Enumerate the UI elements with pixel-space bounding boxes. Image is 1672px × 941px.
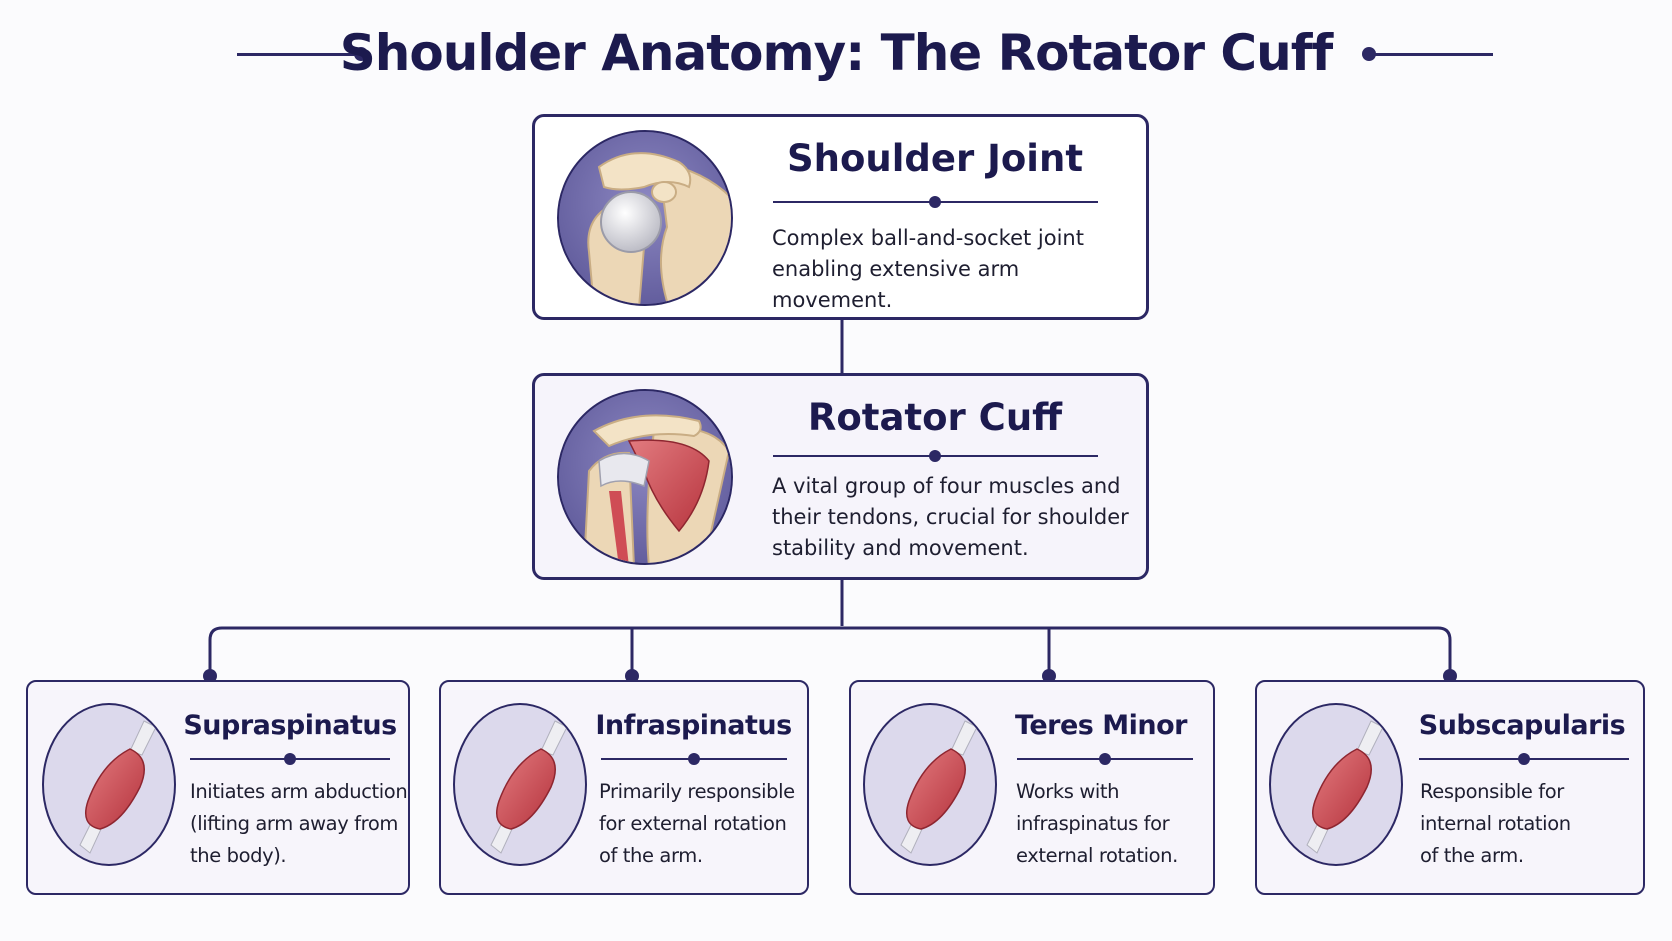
muscle-card-teres-minor: Teres Minor Works with infraspinatus for… [849,680,1215,895]
muscle-card-supraspinatus: Supraspinatus Initiates arm abduction (l… [26,680,410,895]
page-title: Shoulder Anatomy: The Rotator Cuff [339,24,1333,82]
infraspinatus-illustration [453,703,587,866]
infraspinatus-description-line: of the arm. [599,844,703,867]
muscle-card-subscapularis: Subscapularis Responsible for internal r… [1255,680,1645,895]
shoulder-joint-description: Complex ball-and-socket joint enabling e… [772,223,1132,316]
supraspinatus-description: Initiates arm abduction (lifting arm awa… [190,776,410,872]
infraspinatus-description-line: Primarily responsible [599,780,795,803]
teres-minor-illustration [863,703,997,866]
rotator-cuff-heading: Rotator Cuff [807,396,1063,439]
supraspinatus-description-line: (lifting arm away from [190,812,398,835]
subscapularis-description-line: Responsible for [1420,780,1564,803]
supraspinatus-illustration [42,703,176,866]
rotator-cuff-description-line: A vital group of four muscles and [772,474,1121,498]
subscapularis-illustration [1269,703,1403,866]
muscle-icon [490,720,568,854]
connector-dot-infraspinatus [625,669,639,683]
infraspinatus-separator [601,753,787,765]
subscapularis-description: Responsible for internal rotation of the… [1420,776,1635,872]
teres-minor-description-line: Works with [1016,780,1120,803]
teres-minor-separator [1017,753,1193,765]
infraspinatus-description: Primarily responsible for external rotat… [599,776,804,872]
muscle-icon [900,720,978,854]
rotator-cuff-illustration [557,389,733,565]
title-row: Shoulder Anatomy: The Rotator Cuff [0,22,1672,86]
subscapularis-heading: Subscapularis [1418,710,1626,741]
rotator-cuff-muscle-icon [559,391,731,563]
supraspinatus-description-line: Initiates arm abduction [190,780,408,803]
muscle-card-infraspinatus: Infraspinatus Primarily responsible for … [439,680,809,895]
rotator-cuff-description: A vital group of four muscles and their … [772,471,1132,564]
connector-branch-bar [208,626,1452,676]
shoulder-joint-heading: Shoulder Joint [786,137,1084,180]
rotator-cuff-description-line: stability and movement. [772,536,1029,560]
subscapularis-description-line: internal rotation [1420,812,1571,835]
supraspinatus-heading: Supraspinatus [183,710,397,741]
infraspinatus-description-line: for external rotation [599,812,787,835]
shoulder-joint-description-line: Complex ball-and-socket joint [772,226,1084,250]
subscapularis-separator [1419,753,1629,765]
title-decor-dot-left [354,47,368,61]
teres-minor-description-line: infraspinatus for [1016,812,1170,835]
shoulder-joint-description-line: enabling extensive arm movement. [772,257,1020,312]
muscle-icon [1306,720,1384,854]
muscle-icon [79,720,157,854]
teres-minor-description-line: external rotation. [1016,844,1178,867]
rotator-cuff-separator [773,450,1098,462]
teres-minor-description: Works with infraspinatus for external ro… [1016,776,1211,872]
title-decor-line-left [237,53,361,56]
shoulder-joint-separator [773,196,1098,208]
shoulder-joint-illustration [557,130,733,306]
shoulder-joint-card: Shoulder Joint Complex ball-and-socket j… [532,114,1149,320]
connector-dot-supraspinatus [203,669,217,683]
infraspinatus-heading: Infraspinatus [595,710,792,741]
teres-minor-heading: Teres Minor [1015,710,1187,741]
rotator-cuff-description-line: their tendons, crucial for shoulder [772,505,1129,529]
connector-dot-teres-minor [1042,669,1056,683]
supraspinatus-description-line: the body). [190,844,287,867]
connector-dot-subscapularis [1443,669,1457,683]
rotator-cuff-card: Rotator Cuff A vital group of four muscl… [532,373,1149,580]
shoulder-bone-icon [559,132,731,304]
subscapularis-description-line: of the arm. [1420,844,1524,867]
title-decor-line-right [1369,53,1493,56]
supraspinatus-separator [190,753,390,765]
